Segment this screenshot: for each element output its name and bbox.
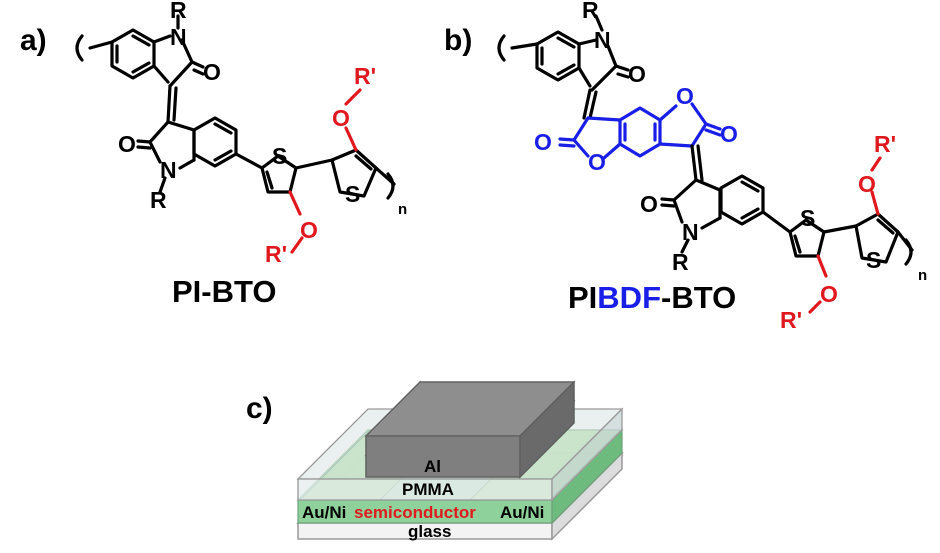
pb-atom-r2: R xyxy=(672,249,689,275)
pb-atom-s1: S xyxy=(800,205,815,231)
panel-a: a) N R O O N R xyxy=(20,0,407,309)
al-gate-face xyxy=(365,435,521,478)
pb-atom-o1: O xyxy=(628,61,646,87)
pb-atom-bo2: O xyxy=(588,149,606,175)
pb-atom-o3: O xyxy=(820,281,838,307)
pa-atom-n1: N xyxy=(170,24,187,50)
pb-atom-rp2: R' xyxy=(874,131,896,157)
pb-bracket-right xyxy=(904,238,913,266)
label-semiconductor: semiconductor xyxy=(354,503,476,522)
pb-atom-r1: R xyxy=(582,0,599,23)
pa-atom-s2: S xyxy=(345,181,360,207)
pb-thiophene-2 xyxy=(854,212,900,264)
pb-bracket-left xyxy=(497,34,506,62)
pb-benzene-2 xyxy=(719,174,765,226)
pa-caption: PI-BTO xyxy=(172,274,277,309)
panel-a-label: a) xyxy=(20,24,47,57)
pb-atom-rp1: R' xyxy=(780,307,802,333)
pb-subscript-n: n xyxy=(918,267,927,284)
pa-thiophene-2 xyxy=(330,148,378,198)
pa-atom-r2: R xyxy=(150,187,167,213)
al-gate-right xyxy=(519,380,575,479)
pa-bracket-right xyxy=(386,172,395,200)
pb-caption-prefix: PI xyxy=(568,280,597,315)
pb-atom-bo3: O xyxy=(676,83,694,109)
pa-bracket-left xyxy=(75,34,84,62)
pb-atom-n1: N xyxy=(594,27,611,53)
panel-c-label: c) xyxy=(246,392,273,425)
pa-atom-o1: O xyxy=(203,59,221,85)
pa-atom-o2: O xyxy=(118,131,136,157)
pa-atom-o4: O xyxy=(332,105,350,131)
label-pmma: PMMA xyxy=(402,480,454,499)
pa-atom-rp1: R' xyxy=(265,241,287,267)
pa-atom-n2: N xyxy=(160,157,177,183)
pb-caption-highlight: BDF xyxy=(597,280,661,315)
pa-atom-s1: S xyxy=(272,143,287,169)
pb-atom-bo1: O xyxy=(534,129,552,155)
panel-b: b) N R O O O xyxy=(444,0,927,333)
panel-c: c) Al PMMA Au/Ni semiconductor Au/Ni gla… xyxy=(246,380,624,541)
label-electrode-right: Au/Ni xyxy=(500,503,544,522)
pb-atom-o2: O xyxy=(640,191,658,217)
pb-atom-bo4: O xyxy=(720,121,738,147)
pmma-side xyxy=(551,407,623,502)
pb-caption-suffix: -BTO xyxy=(661,280,736,315)
pb-caption: PIBDF-BTO xyxy=(568,280,736,315)
pb-thiophene-1 xyxy=(788,218,826,258)
pa-benzene-2 xyxy=(192,116,238,168)
pb-atom-o4: O xyxy=(858,171,876,197)
pa-subscript-n: n xyxy=(398,201,407,218)
panel-b-label: b) xyxy=(444,24,472,57)
pb-atom-s2: S xyxy=(866,247,881,273)
pa-thiophene-1 xyxy=(260,154,298,194)
pa-atom-o3: O xyxy=(300,217,318,243)
label-glass: glass xyxy=(408,522,451,541)
pa-atom-r1: R xyxy=(170,0,187,23)
label-electrode-left: Au/Ni xyxy=(302,503,346,522)
label-al: Al xyxy=(424,457,441,476)
pb-atom-n2: N xyxy=(682,219,699,245)
pa-atom-rp2: R' xyxy=(354,63,376,89)
